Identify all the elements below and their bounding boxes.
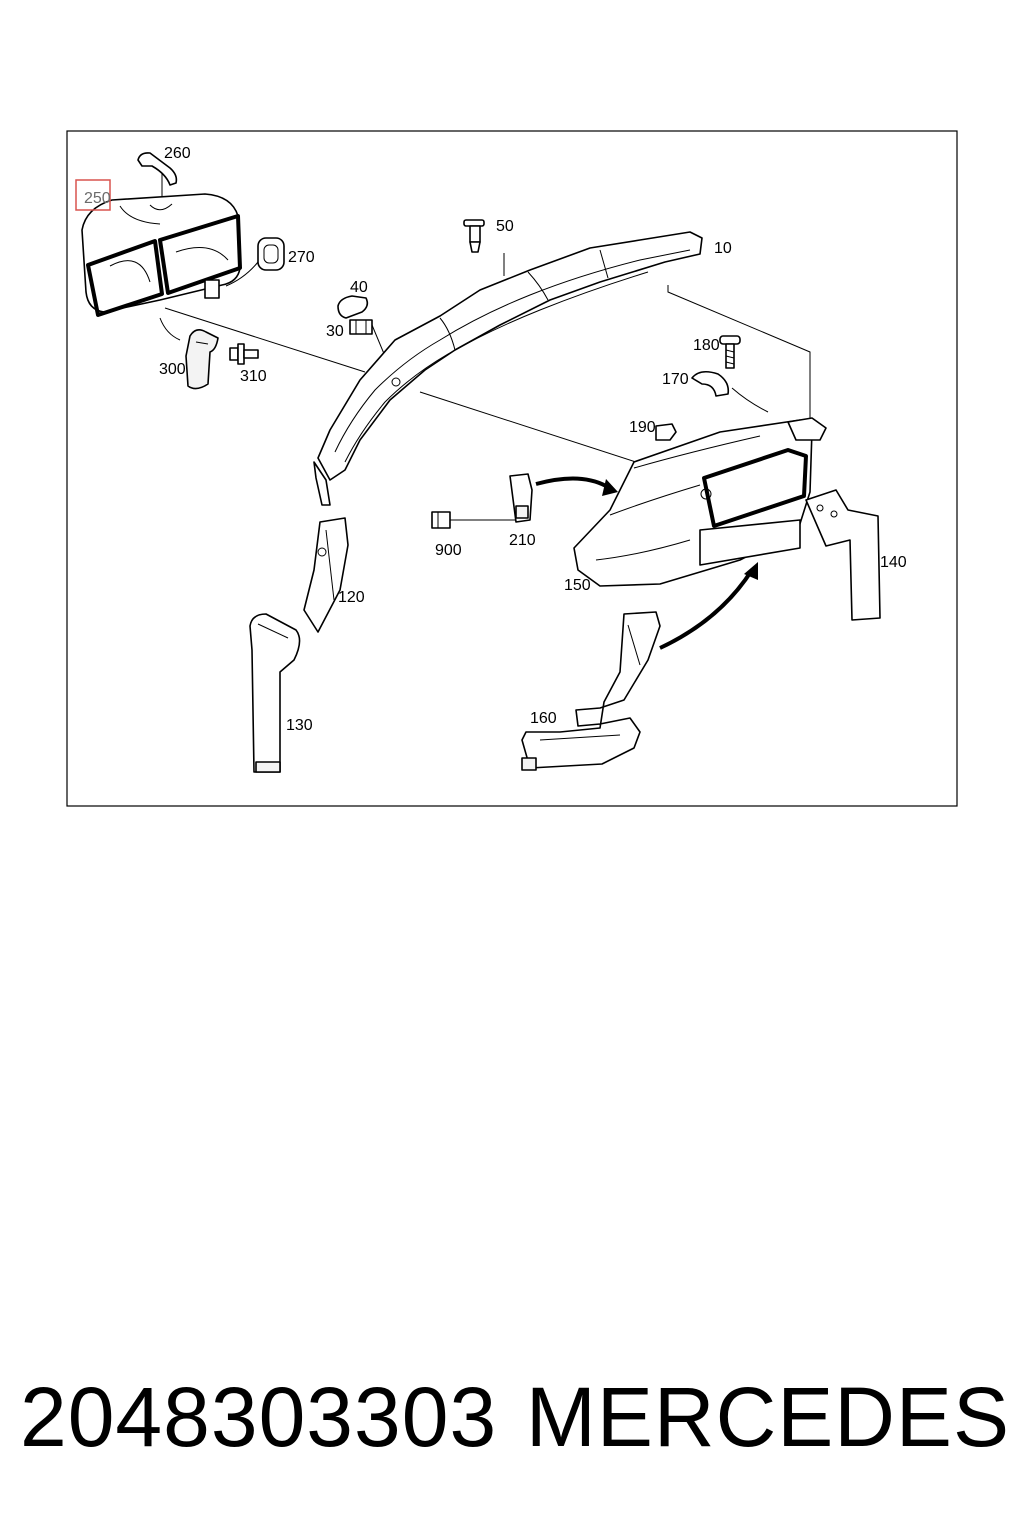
- callout-40[interactable]: 40: [350, 279, 368, 296]
- part-10-cowl-panel[interactable]: [313, 231, 703, 506]
- part-40-cap[interactable]: [337, 295, 369, 319]
- callout-120[interactable]: 120: [338, 589, 365, 606]
- callouts: 260 250 270 300 310 40 30 50 10 180 170 …: [84, 145, 907, 734]
- part-270-seal-ring[interactable]: [225, 237, 285, 287]
- part-160-duct-channel[interactable]: [521, 611, 661, 771]
- part-210-sensor[interactable]: [509, 473, 533, 523]
- part-260-clip[interactable]: [137, 152, 178, 186]
- callout-170[interactable]: 170: [662, 371, 689, 388]
- callout-150[interactable]: 150: [564, 577, 591, 594]
- part-140-bracket[interactable]: [805, 489, 881, 621]
- part-250-air-duct-housing[interactable]: [81, 193, 242, 317]
- callout-130[interactable]: 130: [286, 717, 313, 734]
- part-number: 2048303303: [20, 1369, 498, 1464]
- part-120-air-duct[interactable]: [303, 517, 349, 633]
- callout-250[interactable]: 250: [84, 190, 111, 207]
- callout-140[interactable]: 140: [880, 554, 907, 571]
- callout-900[interactable]: 900: [435, 542, 462, 559]
- highlight-box-250: [75, 179, 111, 211]
- part-900-connector[interactable]: [431, 511, 451, 529]
- callout-260[interactable]: 260: [164, 145, 191, 162]
- callout-180[interactable]: 180: [693, 337, 720, 354]
- callout-30[interactable]: 30: [326, 323, 344, 340]
- part-130-vertical-duct[interactable]: [249, 613, 301, 773]
- callout-190[interactable]: 190: [629, 419, 656, 436]
- callout-10[interactable]: 10: [714, 240, 732, 257]
- part-180-screw[interactable]: [719, 335, 741, 369]
- assembly-arrows: [535, 476, 758, 650]
- callout-310[interactable]: 310: [240, 368, 267, 385]
- part-190-nut[interactable]: [655, 423, 677, 441]
- part-170-hose-clip[interactable]: [691, 370, 730, 397]
- part-50-push-clip[interactable]: [463, 219, 485, 253]
- part-300-bracket[interactable]: [159, 317, 219, 390]
- callout-160[interactable]: 160: [530, 710, 557, 727]
- callout-270[interactable]: 270: [288, 249, 315, 266]
- part-150-duct-housing[interactable]: [573, 417, 827, 587]
- diagram-frame: [66, 130, 958, 807]
- callout-300[interactable]: 300: [159, 361, 186, 378]
- part-310-rivet[interactable]: [229, 343, 259, 365]
- leader-lines: [161, 163, 811, 521]
- brand-name: MERCEDES: [525, 1369, 1010, 1464]
- part-30-retainer[interactable]: [349, 319, 373, 335]
- callout-50[interactable]: 50: [496, 218, 514, 235]
- callout-210[interactable]: 210: [509, 532, 536, 549]
- caption: 2048303303 MERCEDES: [20, 1362, 1010, 1472]
